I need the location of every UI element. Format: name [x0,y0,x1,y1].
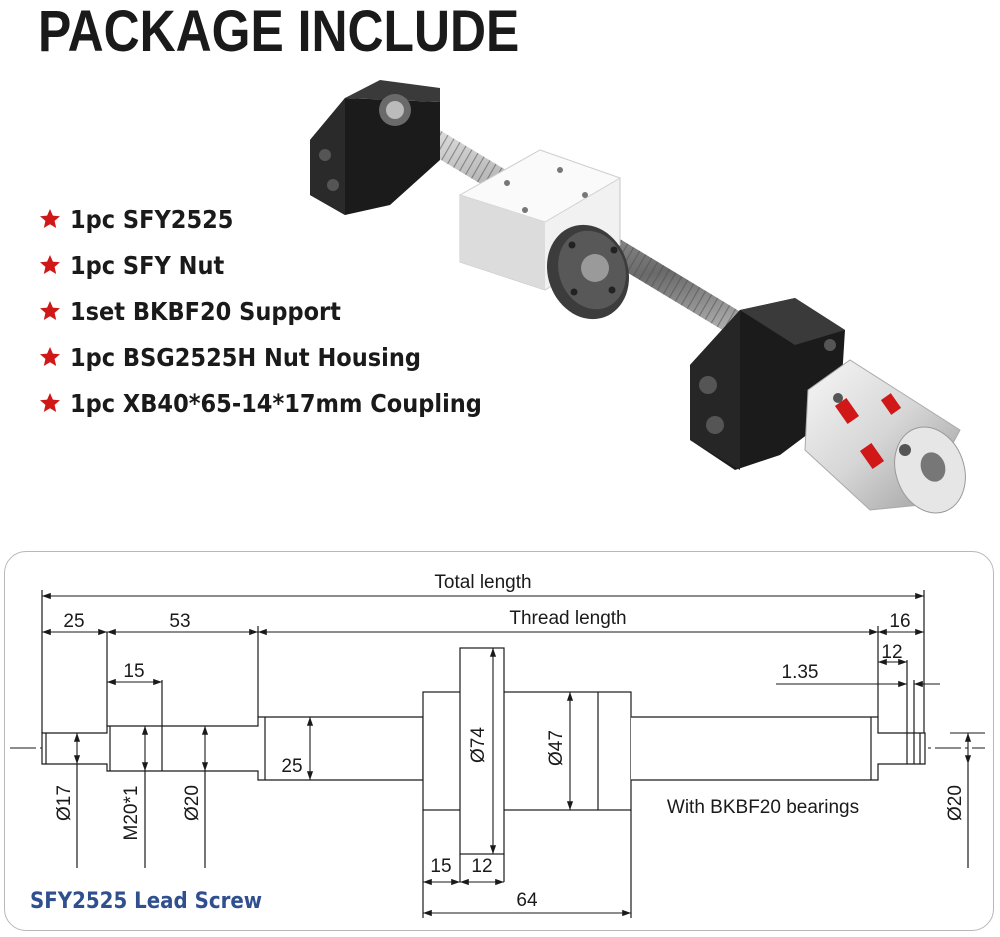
package-item-label: 1set BKBF20 Support [70,296,341,326]
package-list: 1pc SFY2525 1pc SFY Nut 1set BKBF20 Supp… [38,196,528,426]
star-bullet-icon [40,209,60,228]
dim-25-top: 25 [63,611,84,632]
dia-20-left: Ø20 [182,785,203,821]
star-bullet-icon [40,393,60,412]
package-item-label: 1pc BSG2525H Nut Housing [70,342,422,372]
dim-15-top: 15 [123,661,144,682]
dia-17: Ø17 [54,785,75,821]
drawing-caption: SFY2525 Lead Screw [30,889,263,914]
package-item: 1pc SFY Nut [38,242,528,288]
dim-1-35: 1.35 [782,662,819,683]
dia-20-right: Ø20 [945,785,966,821]
dim-53: 53 [169,611,190,632]
star-bullet-icon [40,347,60,366]
ball-nut-flange [546,224,630,320]
total-length-label: Total length [434,572,531,593]
package-item: 1set BKBF20 Support [38,288,528,334]
package-item: 1pc SFY2525 [38,196,528,242]
bearing-note: With BKBF20 bearings [667,797,859,818]
dim-64: 64 [516,890,538,911]
star-bullet-icon [40,255,60,274]
dim-15-bottom: 15 [430,856,451,877]
thread-length-label: Thread length [509,608,626,629]
jaw-coupling [804,359,966,514]
package-item-label: 1pc SFY Nut [70,250,225,280]
dim-25-mid: 25 [281,756,302,777]
star-bullet-icon [40,301,60,320]
dia-74: Ø74 [468,727,489,763]
dia-47: Ø47 [546,730,567,766]
dim-12-top: 12 [881,642,902,663]
dim-12-bottom: 12 [471,856,492,877]
thread-m20: M20*1 [121,786,142,841]
left-support-block [310,80,440,215]
package-item: 1pc XB40*65-14*17mm Coupling [38,380,528,426]
package-item: 1pc BSG2525H Nut Housing [38,334,528,380]
dim-16: 16 [889,611,910,632]
technical-drawing: Total length Thread length 25 53 16 12 1… [10,572,985,918]
page-title: PACKAGE INCLUDE [38,0,520,64]
package-item-label: 1pc XB40*65-14*17mm Coupling [70,388,482,418]
product-illustration [310,80,966,514]
package-item-label: 1pc SFY2525 [70,204,234,234]
